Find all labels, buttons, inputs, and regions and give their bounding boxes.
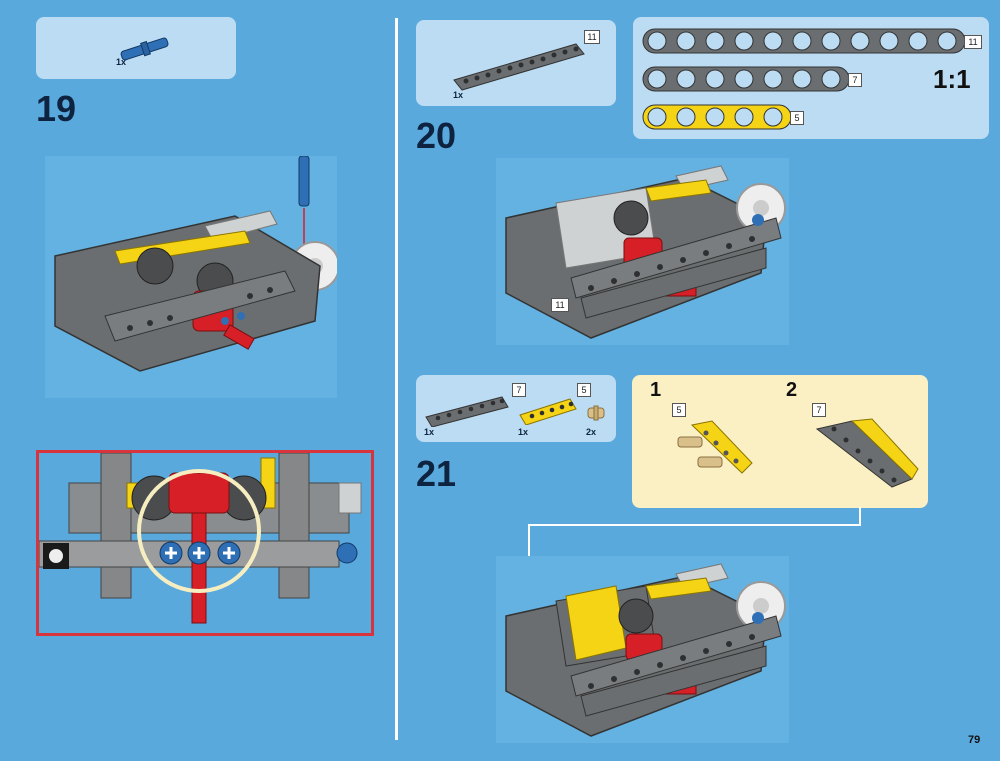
beam-length-callout: 11 <box>551 298 569 312</box>
substep-number: 1 <box>650 379 662 401</box>
beam-length-tag: 7 <box>512 383 526 397</box>
part-qty: 1x <box>116 57 127 67</box>
step-21-model-illustration <box>496 556 789 743</box>
gray-yellow-beam-assembly-icon <box>815 418 919 488</box>
step-21-parts-callout: 7 1x 5 1x 2x <box>416 375 616 442</box>
substep-panel: 1 5 2 7 <box>632 375 928 508</box>
part-qty: 2x <box>586 427 597 437</box>
yellow-beam-with-pins-icon <box>677 420 753 474</box>
substep-number: 2 <box>786 379 798 401</box>
part-qty: 1x <box>424 427 435 437</box>
gray-beam-7-icon <box>425 396 509 427</box>
tan-pin-icon <box>587 405 605 421</box>
beam-11-ruler <box>642 28 966 54</box>
step-20-model-illustration: 11 <box>496 158 789 345</box>
step-19-model-illustration <box>45 156 337 398</box>
step-20-parts-callout: 11 1x <box>416 20 616 106</box>
step-19-parts-callout: 1x <box>36 17 236 79</box>
part-qty: 1x <box>453 90 464 100</box>
beam-length-tag: 11 <box>584 30 600 44</box>
gray-beam-11-icon <box>453 43 585 91</box>
scale-ratio: 1:1 <box>933 64 971 94</box>
step-number: 19 <box>36 88 77 129</box>
ruler-length-tag: 11 <box>964 35 982 49</box>
ruler-length-tag: 5 <box>790 111 804 125</box>
beam-length-ruler: 11 7 1:1 5 <box>633 17 989 139</box>
part-qty: 1x <box>518 427 529 437</box>
beam-length-tag: 7 <box>812 403 826 417</box>
blue-axle-pin-icon <box>120 37 169 61</box>
beam-7-ruler <box>642 66 850 92</box>
yellow-beam-5-icon <box>519 398 577 425</box>
ruler-length-tag: 7 <box>848 73 862 87</box>
page-number: 79 <box>968 734 981 746</box>
step-number: 21 <box>416 453 457 494</box>
step-number: 20 <box>416 115 457 156</box>
beam-5-ruler <box>642 104 792 130</box>
detail-highlight-frame <box>36 450 374 636</box>
beam-length-tag: 5 <box>577 383 591 397</box>
beam-length-tag: 5 <box>672 403 686 417</box>
page-divider <box>395 18 398 740</box>
